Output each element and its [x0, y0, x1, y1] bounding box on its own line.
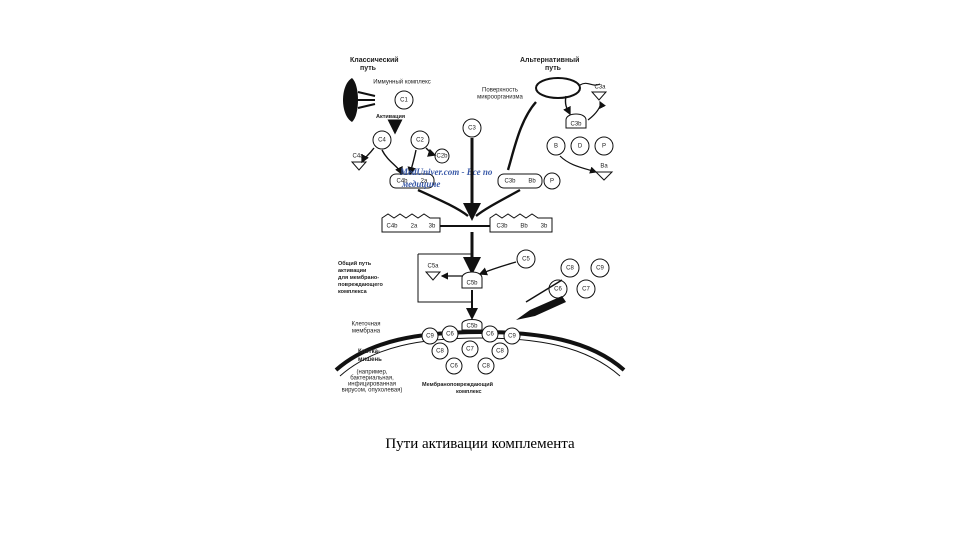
- classical-c3-convertase-upper: C4b 2a: [389, 173, 435, 189]
- alternative-c5-convertase: C3b Bb 3b: [489, 213, 553, 233]
- node-c9a: C9: [590, 258, 610, 278]
- node-c2-label: C2: [416, 138, 424, 144]
- node-b: B: [546, 136, 566, 156]
- node-c8: C8: [560, 258, 580, 278]
- cell-note-1: (например,: [356, 370, 387, 376]
- node-c5b-label: C5b: [466, 281, 478, 287]
- node-c2: C2: [410, 130, 430, 150]
- microbe-label-2: микроорганизма: [477, 95, 523, 101]
- mac-c8c-label: C8: [482, 364, 490, 370]
- node-c8-label: C8: [566, 266, 574, 272]
- node-c3a-label: C3a: [594, 85, 606, 91]
- node-c4: C4: [372, 130, 392, 150]
- node-c5b: C5b: [461, 271, 483, 289]
- alternative-path-title: Альтернативный: [520, 56, 579, 64]
- classical-path-title-2: путь: [360, 65, 377, 72]
- classical-c5-convertase: C4b 2a 3b: [381, 213, 441, 233]
- mac-c8-label: C8: [436, 349, 444, 355]
- classical-path-title: Классический: [350, 56, 399, 64]
- node-c2a2-label: 2a: [411, 224, 418, 230]
- node-c2b-label: C2b: [436, 154, 448, 160]
- mac-c5b-label: C5b: [466, 324, 478, 330]
- node-c1-label: C1: [400, 98, 408, 104]
- common-path-label-2: активации: [338, 268, 366, 274]
- node-c3b2-label: 3b: [429, 224, 436, 230]
- mac-c9b-label: C9: [508, 334, 516, 340]
- mac-c7-label: C7: [466, 347, 474, 353]
- node-d: D: [570, 136, 590, 156]
- activation-label: Активация: [376, 114, 405, 120]
- common-path-label-3: для мембрано-: [338, 274, 379, 281]
- membrane-label-1: Клеточная: [351, 322, 380, 328]
- node-c1: C1: [394, 90, 414, 110]
- watermark-line-2: медицине: [401, 179, 440, 189]
- membrane-attack-complex: C5b C9 C6 C6 C9 C8 C7 C8 C6 C8: [421, 319, 521, 375]
- node-p2-label: P: [550, 179, 554, 185]
- node-c3: C3: [462, 118, 482, 138]
- mac-c6b-label: C6: [486, 332, 494, 338]
- alternative-path-title-2: путь: [545, 65, 562, 72]
- node-c9a-label: C9: [596, 266, 604, 272]
- cell-note-4: вирусом, опухолевая): [342, 388, 403, 394]
- cell-note-2: бактериальная,: [350, 376, 394, 382]
- common-path-label-5: комплекса: [338, 289, 368, 295]
- node-c5: C5: [516, 249, 536, 269]
- node-c3b3-label: C3b: [496, 224, 508, 230]
- node-p-label: P: [602, 144, 606, 150]
- node-c3b-top-label: C3b: [504, 179, 516, 185]
- node-c7-label: C7: [582, 287, 590, 293]
- mac-label-2: комплекс: [456, 389, 482, 395]
- common-path-label-4: повреждающего: [338, 282, 383, 288]
- cell-wall-label-1: Клетка-: [358, 349, 380, 355]
- node-c3b4-label: 3b: [541, 224, 548, 230]
- membrane-label-2: мембрана: [352, 329, 381, 335]
- node-c4a: C4a: [350, 154, 368, 171]
- node-ba-label: Ba: [600, 164, 608, 170]
- mac-c9-label: C9: [426, 334, 434, 340]
- immune-complex-label: Иммунный комплекс: [373, 79, 431, 86]
- node-ba: Ba: [594, 164, 614, 181]
- node-c3b-alt-label: C3b: [570, 122, 582, 128]
- node-c3-label: C3: [468, 126, 476, 132]
- node-c2b: C2b: [434, 148, 450, 164]
- mac-c6c-label: C6: [450, 364, 458, 370]
- figure-caption: Пути активации комплемента: [385, 436, 575, 452]
- cell-membrane: [334, 329, 626, 372]
- node-c7: C7: [576, 279, 596, 299]
- complement-pathway-diagram: Классический путь Альтернативный путь Им…: [334, 56, 626, 395]
- alternative-convertase-upper: C3b Bb P: [497, 172, 561, 190]
- node-p: P: [594, 136, 614, 156]
- node-c2a-upper-label: 2a: [421, 179, 428, 185]
- node-c4b-label: C4b: [396, 179, 408, 185]
- node-c3a: C3a: [590, 85, 608, 101]
- big-arrow: [516, 296, 566, 320]
- node-c4a-label: C4a: [352, 154, 364, 160]
- cell-note-3: инфицированная: [348, 382, 396, 388]
- mac-label-1: Мембраноповреждающий: [422, 381, 493, 388]
- node-c4-label: C4: [378, 138, 386, 144]
- node-c5a: C5a: [424, 264, 442, 281]
- immune-complex: [343, 78, 376, 122]
- mac-c8b-label: C8: [496, 349, 504, 355]
- node-c6-label: C6: [554, 287, 562, 293]
- microbe-label-1: Поверхность: [482, 88, 518, 94]
- common-path-label-1: Общий путь: [338, 260, 372, 267]
- node-c3b-alt: C3b: [565, 113, 587, 129]
- microbe-surface: [535, 77, 581, 99]
- mac-c6-label: C6: [446, 332, 454, 338]
- node-c4b2-label: C4b: [386, 224, 398, 230]
- node-c5-label: C5: [522, 257, 530, 263]
- cell-wall-label-2: мишень: [358, 357, 382, 363]
- node-bb-top-label: Bb: [528, 179, 536, 185]
- node-c5a-label: C5a: [427, 264, 439, 270]
- node-bb2-label: Bb: [520, 224, 528, 230]
- watermark-line-1: MedUniver.com - Все по: [399, 167, 493, 177]
- node-d-label: D: [578, 144, 583, 150]
- node-b-label: B: [554, 144, 558, 150]
